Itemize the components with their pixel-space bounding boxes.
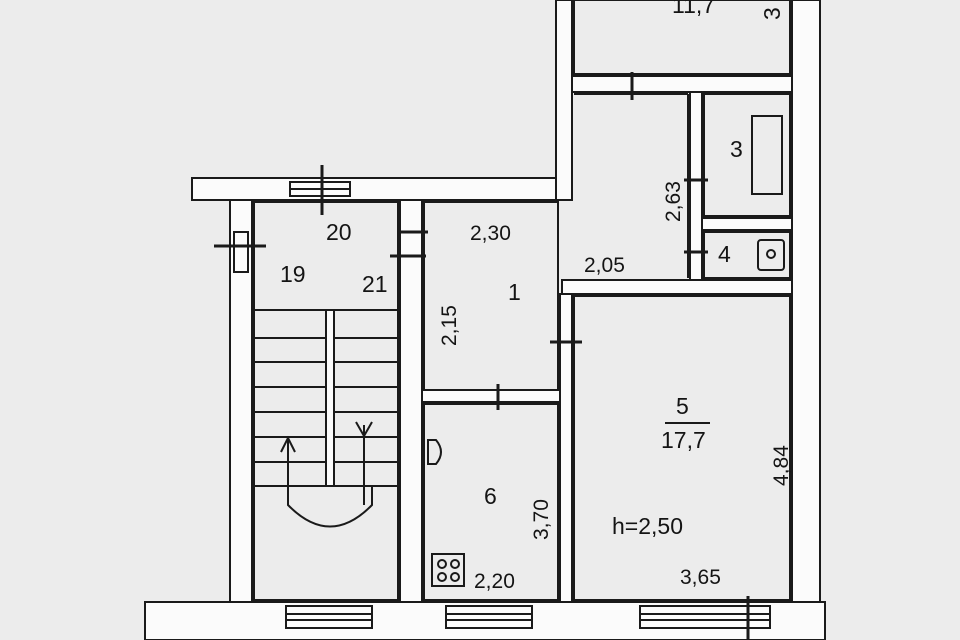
room-6-number: 6 xyxy=(484,483,497,509)
wall-bath-wc xyxy=(701,217,793,231)
room5-outline xyxy=(573,295,791,601)
dim-4-84: 4,84 xyxy=(770,445,793,486)
toilet xyxy=(757,239,785,271)
kitchen-sink-icon xyxy=(427,439,442,465)
stair-arrow-up xyxy=(280,435,296,505)
wall-room5-top xyxy=(561,279,793,295)
window-stair xyxy=(285,605,373,629)
wall-kitchen-top xyxy=(421,389,561,403)
walls xyxy=(144,0,826,640)
room-21-number: 21 xyxy=(362,271,388,297)
room-5-number: 5 xyxy=(676,393,689,419)
kitchen-outline xyxy=(423,403,559,601)
wall-upper-left xyxy=(555,0,573,201)
stair-divider xyxy=(325,309,335,487)
wall-top-left xyxy=(191,177,573,201)
dim-2-63: 2,63 xyxy=(662,181,685,222)
window-kitchen xyxy=(445,605,533,629)
dim-2-15: 2,15 xyxy=(438,305,461,346)
room-4-number: 4 xyxy=(718,241,731,267)
hall-outline xyxy=(423,201,559,391)
window-room5 xyxy=(639,605,771,629)
wall-stair-right xyxy=(399,199,423,603)
dim-2-05: 2,05 xyxy=(584,254,625,277)
room-5-height: h=2,50 xyxy=(612,513,683,539)
wall-upper-room xyxy=(571,75,793,93)
window-stair-side xyxy=(233,231,249,273)
wc-outline xyxy=(703,231,791,279)
dim-2-20: 2,20 xyxy=(474,570,515,593)
room-1-number: 1 xyxy=(508,279,521,305)
room-outlines xyxy=(253,0,791,601)
wall-room5-left xyxy=(559,293,573,603)
room-5-area: 17,7 xyxy=(661,427,706,453)
room-3-number: 3 xyxy=(730,136,743,162)
bathtub xyxy=(751,115,783,195)
stair-turn xyxy=(287,486,373,528)
dim-3-70: 3,70 xyxy=(530,499,553,540)
top-room-area: 11,7 xyxy=(672,0,715,18)
wall-right xyxy=(791,0,821,603)
dim-2-30: 2,30 xyxy=(470,222,511,245)
upper-room-outline xyxy=(573,0,791,75)
fixtures xyxy=(427,115,785,587)
top-room-edge-digit: 3 xyxy=(759,7,785,20)
stove-icon xyxy=(431,553,465,587)
stair-arrow-down xyxy=(355,421,373,505)
door-marks xyxy=(214,72,750,640)
room-19-number: 19 xyxy=(280,261,306,287)
room-20-number: 20 xyxy=(326,219,352,245)
dim-3-65: 3,65 xyxy=(680,566,721,589)
labels: 1 3 4 5 17,7 h=2,50 6 19 20 21 11,7 3 2,… xyxy=(280,0,793,593)
stairs xyxy=(254,309,398,528)
stairwell-outline xyxy=(253,201,399,601)
bath-outline xyxy=(703,93,791,217)
